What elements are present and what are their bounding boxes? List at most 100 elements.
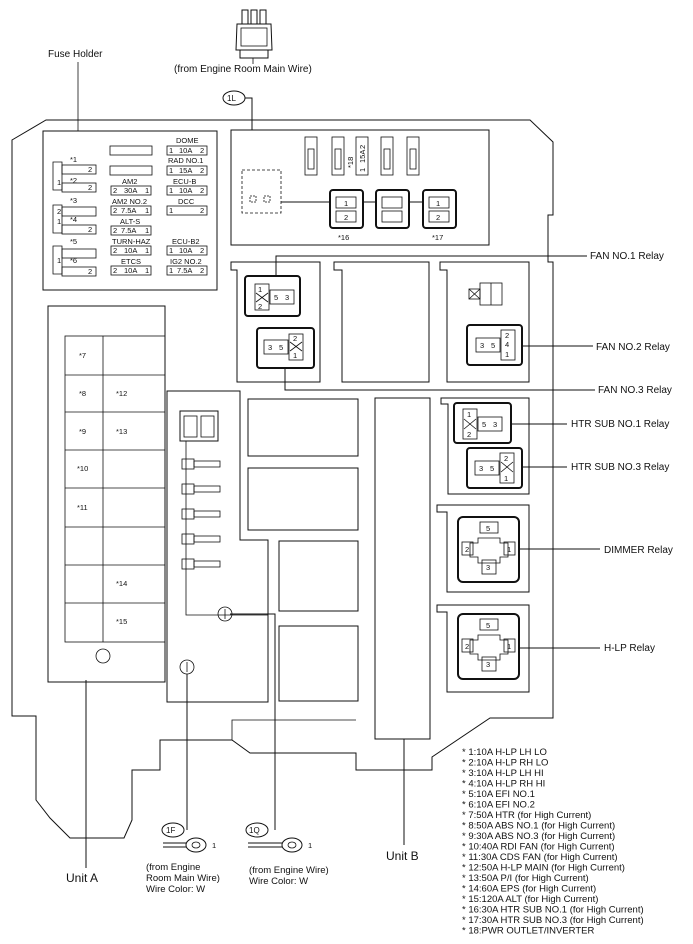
svg-text:*1: *1 xyxy=(70,155,77,164)
svg-text:10A: 10A xyxy=(124,266,137,275)
svg-text:2: 2 xyxy=(113,186,117,195)
hlp-relay-icon: 5 2 1 3 xyxy=(457,613,520,680)
fuse-holder-label: Fuse Holder xyxy=(48,49,103,60)
note-item: * 10:40A RDI FAN (for High Current) xyxy=(462,842,615,853)
fan-unlabeled-relay-icon xyxy=(468,282,503,306)
svg-text:3: 3 xyxy=(486,660,490,669)
svg-text:5: 5 xyxy=(491,341,495,350)
svg-text:1: 1 xyxy=(507,545,511,554)
note-item: * 15:120A ALT (for High Current) xyxy=(462,894,598,905)
note-item: * 2:10A H-LP RH LO xyxy=(462,758,548,769)
svg-text:1: 1 xyxy=(308,841,312,850)
svg-text:AM2 NO.2: AM2 NO.2 xyxy=(112,197,147,206)
svg-text:1: 1 xyxy=(169,246,173,255)
svg-text:15A: 15A xyxy=(179,166,192,175)
htr-sub-no1-relay-icon: 1 2 5 3 xyxy=(453,402,512,444)
svg-text:2: 2 xyxy=(465,642,469,651)
svg-text:1: 1 xyxy=(344,199,348,208)
source-1q-wire-color: Wire Color: W xyxy=(249,876,308,887)
svg-text:*18: *18 xyxy=(346,157,355,168)
top-connector-source: (from Engine Room Main Wire) xyxy=(174,64,312,75)
connector-1l-position xyxy=(241,169,282,214)
center-mini-fuses xyxy=(181,458,221,570)
svg-text:*13: *13 xyxy=(116,427,127,436)
fuse-holder xyxy=(42,130,218,291)
relay-unlabeled xyxy=(375,189,410,229)
svg-text:1: 1 xyxy=(504,474,508,483)
note-item: * 17:30A HTR SUB NO.3 (for High Current) xyxy=(462,915,644,926)
svg-text:2: 2 xyxy=(88,165,92,174)
svg-text:1: 1 xyxy=(57,256,61,265)
relay-17: 1 2 xyxy=(422,189,457,229)
svg-text:*8: *8 xyxy=(79,389,86,398)
svg-text:3: 3 xyxy=(493,420,497,429)
svg-text:*9: *9 xyxy=(79,427,86,436)
svg-text:ECU-B: ECU-B xyxy=(173,177,196,186)
dimmer-relay-icon: 5 2 1 3 xyxy=(457,516,520,583)
svg-text:10A: 10A xyxy=(179,186,192,195)
svg-text:5: 5 xyxy=(490,464,494,473)
note-item: * 16:30A HTR SUB NO.1 (for High Current) xyxy=(462,905,644,916)
svg-text:1: 1 xyxy=(358,168,367,172)
note-item: * 13:50A P/I (for High Current) xyxy=(462,873,589,884)
svg-text:ETCS: ETCS xyxy=(121,257,141,266)
svg-text:2: 2 xyxy=(200,186,204,195)
svg-text:5: 5 xyxy=(486,524,490,533)
svg-text:1: 1 xyxy=(145,226,149,235)
svg-text:2: 2 xyxy=(113,266,117,275)
svg-text:2: 2 xyxy=(436,213,440,222)
source-1f-line1: (from Engine xyxy=(146,862,200,873)
top-connector-icon xyxy=(235,9,273,59)
htr-sub-no1-relay-label: HTR SUB NO.1 Relay xyxy=(571,419,669,430)
svg-text:10A: 10A xyxy=(179,146,192,155)
svg-text:*14: *14 xyxy=(116,579,127,588)
svg-text:1: 1 xyxy=(212,841,216,850)
svg-text:1: 1 xyxy=(505,350,509,359)
source-1f-wire-color: Wire Color: W xyxy=(146,884,205,895)
connector-1f-tag xyxy=(161,822,185,838)
center-slot-2 xyxy=(247,467,359,531)
svg-text:*5: *5 xyxy=(70,237,77,246)
svg-text:1: 1 xyxy=(169,146,173,155)
svg-text:1: 1 xyxy=(57,217,61,226)
svg-text:1: 1 xyxy=(293,351,297,360)
svg-text:1: 1 xyxy=(169,186,173,195)
unit-a-fuse-grid xyxy=(64,335,166,643)
svg-text:7.5A: 7.5A xyxy=(121,226,136,235)
note-item: * 9:30A ABS NO.3 (for High Current) xyxy=(462,831,615,842)
svg-text:2: 2 xyxy=(200,246,204,255)
svg-text:7.5A: 7.5A xyxy=(121,206,136,215)
svg-text:1: 1 xyxy=(145,186,149,195)
svg-text:*4: *4 xyxy=(70,215,77,224)
svg-text:5: 5 xyxy=(482,420,486,429)
fuse-box-housing xyxy=(11,119,554,839)
unit-b xyxy=(374,397,431,740)
relay-17-label: *17 xyxy=(432,233,443,242)
svg-text:2: 2 xyxy=(88,267,92,276)
svg-text:1: 1 xyxy=(145,206,149,215)
center-slot-4 xyxy=(278,625,359,702)
svg-text:*12: *12 xyxy=(116,389,127,398)
svg-text:1: 1 xyxy=(169,206,173,215)
center-slot-3 xyxy=(278,540,359,612)
relay-16-label: *16 xyxy=(338,233,349,242)
note-item: * 6:10A EFI NO.2 xyxy=(462,800,535,811)
svg-text:RAD NO.1: RAD NO.1 xyxy=(168,156,203,165)
note-item: * 4:10A H-LP RH HI xyxy=(462,779,545,790)
svg-text:*11: *11 xyxy=(77,503,88,512)
svg-text:2: 2 xyxy=(200,266,204,275)
svg-text:*15: *15 xyxy=(116,617,127,626)
fuse-notes-list: * 1:10A H-LP LH LO * 2:10A H-LP RH LO * … xyxy=(462,747,644,937)
svg-text:2: 2 xyxy=(467,430,471,439)
svg-text:5: 5 xyxy=(279,343,283,352)
svg-text:ECU-B2: ECU-B2 xyxy=(172,237,200,246)
svg-text:2: 2 xyxy=(113,206,117,215)
top-mini-fuses: *18 1 15A 2 xyxy=(304,136,420,176)
unit-a-fuse-labels: *7 *8 *9 *10 *11 *12 *13 *14 *15 xyxy=(77,351,127,626)
hlp-relay-label: H-LP Relay xyxy=(604,643,655,654)
svg-text:TURN-HAZ: TURN-HAZ xyxy=(112,237,151,246)
svg-text:2: 2 xyxy=(344,213,348,222)
connector-1l-label: 1L xyxy=(227,94,236,103)
unit-a xyxy=(47,305,166,683)
